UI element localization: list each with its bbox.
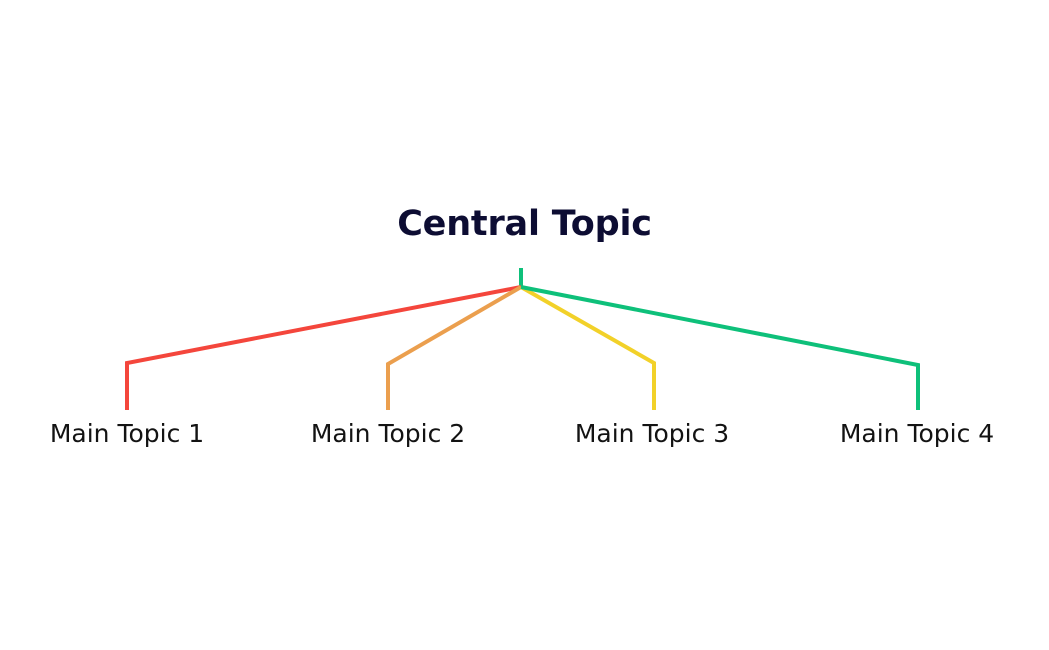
central-topic-label[interactable]: Central Topic bbox=[397, 204, 652, 244]
branch-label-3[interactable]: Main Topic 3 bbox=[574, 419, 730, 448]
branch-label-2[interactable]: Main Topic 2 bbox=[310, 419, 466, 448]
branch-label-4[interactable]: Main Topic 4 bbox=[839, 419, 995, 448]
branch-connector-3 bbox=[520, 285, 656, 410]
branch-connector-2 bbox=[386, 285, 523, 410]
branch-label-1[interactable]: Main Topic 1 bbox=[49, 419, 205, 448]
branch-connector-1 bbox=[125, 285, 522, 410]
connector-group bbox=[125, 268, 920, 410]
branch-connector-4 bbox=[520, 285, 920, 410]
